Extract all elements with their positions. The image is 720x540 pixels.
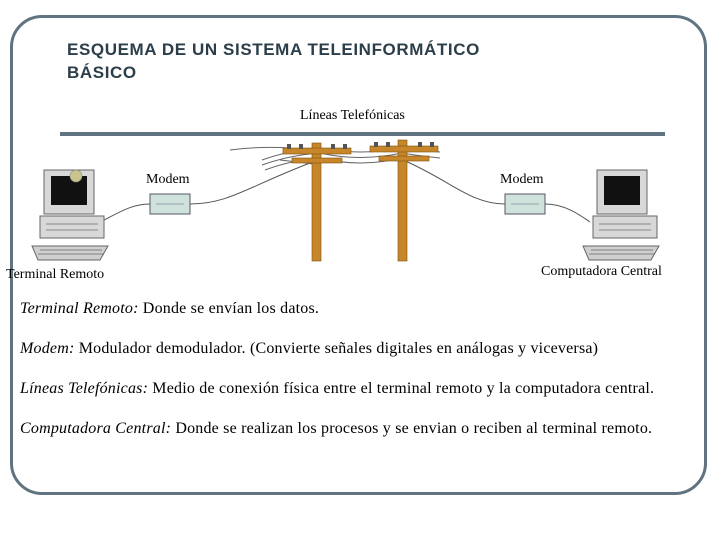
keyboard-icon bbox=[31, 245, 109, 261]
slide-title: ESQUEMA DE UN SISTEMA TELEINFORMÁTICO BÁ… bbox=[67, 38, 627, 84]
central-computer-label: Computadora Central bbox=[541, 264, 662, 279]
definition-term: Terminal Remoto: bbox=[20, 300, 139, 317]
central-computer-icon bbox=[582, 169, 660, 261]
keyboard-icon bbox=[582, 245, 660, 261]
definition-text: Donde se realizan los procesos y se envi… bbox=[171, 420, 653, 437]
slide-frame bbox=[10, 15, 707, 495]
modem-left-label: Modem bbox=[146, 172, 190, 187]
title-line-1: ESQUEMA DE UN SISTEMA TELEINFORMÁTICO bbox=[67, 40, 480, 59]
telephone-pole-right bbox=[369, 139, 439, 262]
definitions-list: Terminal Remoto: Donde se envían los dat… bbox=[20, 298, 680, 458]
modem-left-icon bbox=[149, 193, 191, 215]
telephone-pole-left bbox=[282, 142, 352, 262]
terminal-computer-icon bbox=[31, 169, 109, 261]
phone-lines-label: Líneas Telefónicas bbox=[300, 108, 405, 123]
definition-term: Computadora Central: bbox=[20, 420, 172, 437]
definition-phone-lines: Líneas Telefónicas: Medio de conexión fí… bbox=[20, 378, 680, 399]
terminal-remote-label: Terminal Remoto bbox=[6, 267, 105, 282]
cable-central bbox=[544, 203, 591, 223]
modem-right-icon bbox=[504, 193, 546, 215]
cable-terminal bbox=[99, 203, 151, 223]
definition-modem: Modem: Modulador demodulador. (Convierte… bbox=[20, 338, 680, 359]
definition-term: Modem: bbox=[20, 340, 75, 357]
modem-right-label: Modem bbox=[500, 172, 544, 187]
definition-term: Líneas Telefónicas: bbox=[20, 380, 149, 397]
definition-text: Medio de conexión física entre el termin… bbox=[148, 380, 655, 397]
definition-text: Modulador demodulador. (Convierte señale… bbox=[74, 340, 599, 357]
cable-right bbox=[402, 159, 506, 205]
title-divider bbox=[60, 132, 665, 136]
title-line-2: BÁSICO bbox=[67, 63, 137, 82]
definition-text: Donde se envían los datos. bbox=[138, 300, 320, 317]
indicator-light-icon bbox=[69, 169, 83, 183]
definition-terminal: Terminal Remoto: Donde se envían los dat… bbox=[20, 298, 680, 319]
cable-left bbox=[189, 159, 319, 205]
network-diagram bbox=[31, 139, 660, 262]
definition-central: Computadora Central: Donde se realizan l… bbox=[20, 418, 680, 439]
